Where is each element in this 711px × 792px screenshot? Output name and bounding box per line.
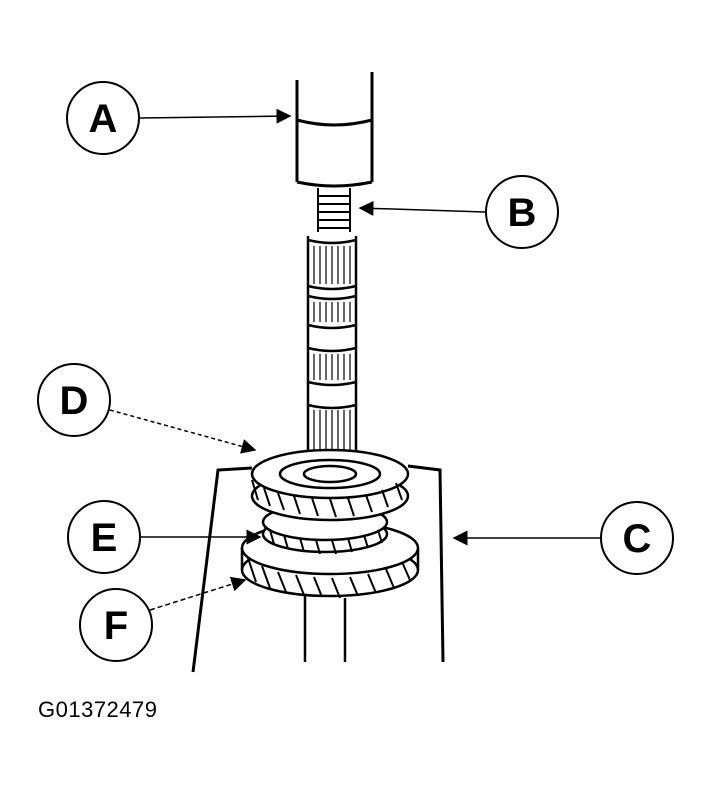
- callout-f-label: F: [104, 604, 128, 648]
- callout-d: D: [37, 363, 257, 454]
- callout-b-circle: [485, 175, 559, 249]
- callout-f-leader: [149, 576, 247, 611]
- callout-e-label: E: [91, 516, 118, 560]
- figure-id: G01372479: [38, 697, 158, 722]
- press-tool-sleeve: [295, 72, 374, 188]
- splined-mainshaft: [306, 236, 358, 480]
- callout-a-leader: [139, 108, 292, 124]
- gear-teeth: [247, 479, 411, 599]
- callout-d-leader: [109, 409, 257, 454]
- callout-b-leader: [358, 200, 486, 216]
- lower-shaft: [303, 596, 347, 662]
- callout-f: F: [79, 576, 247, 662]
- support-fixture: [191, 464, 445, 673]
- callout-d-label: D: [60, 379, 89, 423]
- threaded-neck: [317, 188, 351, 232]
- callout-b-label: B: [508, 191, 537, 235]
- callout-c-circle: [600, 501, 674, 575]
- callout-d-circle: [37, 363, 111, 437]
- gear-stack: [240, 448, 420, 598]
- callout-a-circle: [66, 81, 140, 155]
- spline-teeth: [313, 246, 351, 470]
- callout-a-label: A: [89, 97, 118, 141]
- callout-f-circle: [79, 588, 153, 662]
- callout-c-label: C: [623, 517, 652, 561]
- callout-c: C: [452, 501, 674, 575]
- callout-e: E: [67, 500, 262, 574]
- callout-a: A: [66, 81, 292, 155]
- callout-b: B: [358, 175, 559, 249]
